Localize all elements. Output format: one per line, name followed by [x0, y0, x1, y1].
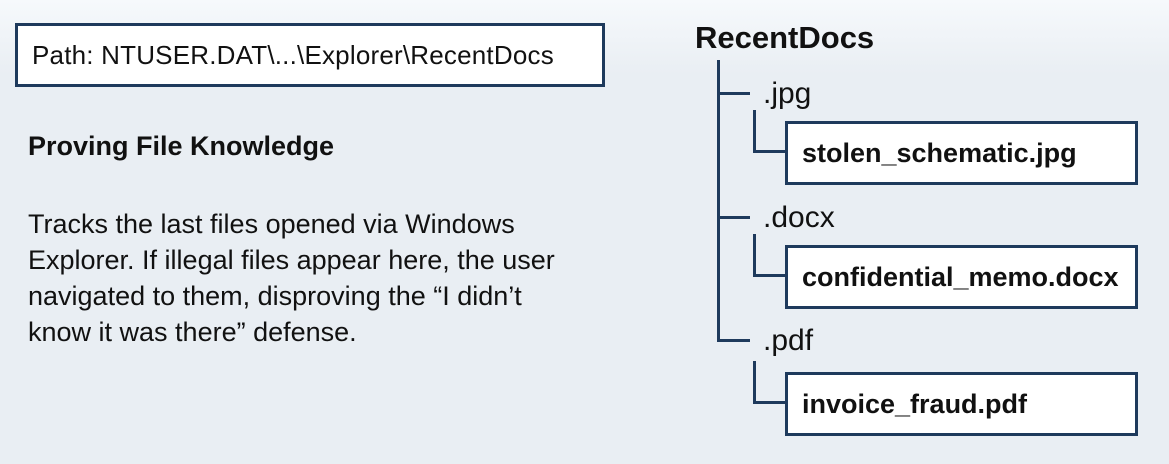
tree-branch-line [717, 339, 750, 342]
section-heading: Proving File Knowledge [28, 131, 335, 161]
filename-label: confidential_memo.docx [802, 261, 1119, 292]
filename-label: invoice_fraud.pdf [802, 388, 1028, 419]
description-paragraph: Tracks the last files opened via Windows… [28, 206, 555, 350]
registry-path-box: Path: NTUSER.DAT\...\Explorer\RecentDocs [15, 23, 605, 87]
description-line: Tracks the last files opened via Windows [28, 209, 515, 239]
extension-label-docx: .docx [763, 201, 835, 234]
file-box-jpg: stolen_schematic.jpg [785, 121, 1138, 185]
tree-connector-line [753, 110, 785, 153]
file-box-pdf: invoice_fraud.pdf [785, 372, 1138, 436]
tree-trunk-line [717, 60, 720, 342]
extension-label-pdf: .pdf [763, 324, 814, 357]
description-line: know it was there” defense. [28, 317, 357, 347]
description-line: Explorer. If illegal files appear here, … [28, 245, 555, 275]
tree-connector-line [753, 361, 785, 404]
file-box-docx: confidential_memo.docx [785, 245, 1138, 309]
registry-path-label: Path: NTUSER.DAT\...\Explorer\RecentDocs [32, 39, 554, 70]
filename-label: stolen_schematic.jpg [802, 137, 1077, 168]
extension-label-jpg: .jpg [763, 77, 812, 110]
tree-root-label: RecentDocs [695, 20, 875, 55]
tree-branch-line [717, 216, 750, 219]
tree-connector-line [753, 234, 785, 277]
tree-branch-line [717, 92, 750, 95]
description-line: navigated to them, disproving the “I did… [28, 281, 522, 311]
